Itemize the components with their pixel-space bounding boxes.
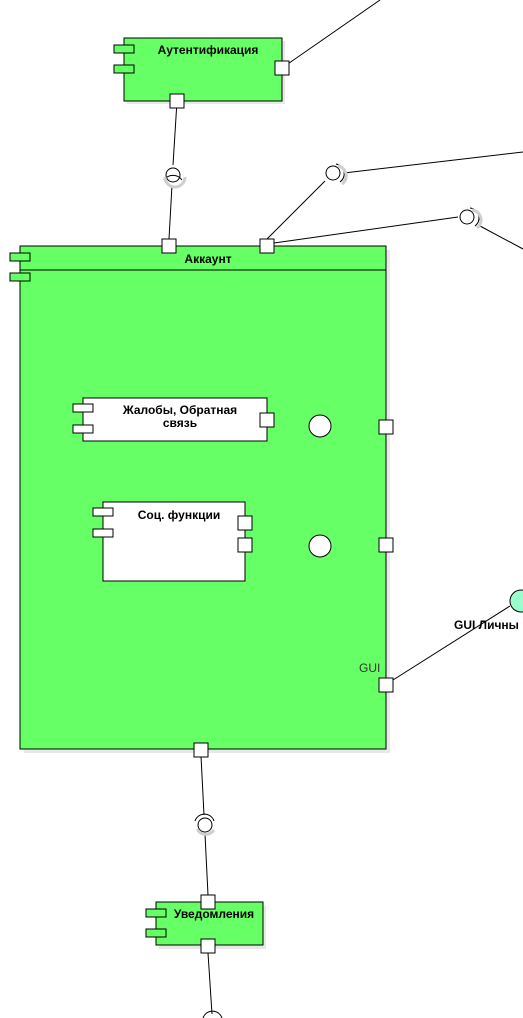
socket2-outgoing-wire — [479, 225, 523, 250]
account-port-complaints[interactable] — [378, 419, 394, 435]
auth-outgoing-wire — [281, 0, 381, 69]
social-provided-interface — [308, 534, 332, 558]
component-account[interactable]: Аккаунт GUI — [9, 238, 394, 758]
account-port-gui[interactable] — [378, 677, 394, 693]
account-port-top-left[interactable] — [161, 238, 177, 254]
socket3-to-notifications-wire — [204, 833, 209, 896]
complaints-title-line1: Жалобы, Обратная — [122, 403, 237, 417]
account-title: Аккаунт — [184, 252, 231, 266]
socket-notifications — [194, 813, 216, 836]
socket-account-right — [459, 207, 483, 230]
complaints-title-line2: связь — [163, 416, 197, 430]
component-social[interactable]: Соц. функции — [92, 501, 332, 582]
component-icon-tab-bottom — [92, 528, 114, 538]
notifications-port-bottom[interactable] — [200, 938, 216, 954]
account-port-top-right[interactable] — [259, 238, 275, 254]
component-icon-tab-top — [9, 252, 31, 262]
component-icon-tab-top — [145, 908, 167, 918]
account-to-socket3-wire — [200, 755, 205, 816]
socket-account-top — [325, 163, 348, 186]
component-auth[interactable]: Аутентификация — [113, 37, 290, 109]
account-port-bottom[interactable] — [193, 742, 209, 758]
notifications-port-top[interactable] — [200, 894, 216, 910]
social-title: Соц. функции — [138, 508, 220, 522]
socket-bottom — [202, 1010, 223, 1018]
complaints-provided-interface — [308, 414, 332, 438]
auth-title: Аутентификация — [158, 43, 259, 57]
account-port-to-socket2-wire — [273, 216, 459, 244]
component-icon-tab-bottom — [72, 424, 94, 434]
connectors — [168, 0, 523, 1015]
gui-interface-label: GUI Личны — [454, 618, 519, 632]
component-icon-tab-bottom — [113, 64, 135, 74]
complaints-port[interactable] — [259, 412, 275, 428]
component-notifications[interactable]: Уведомления — [145, 894, 266, 954]
socket-auth — [163, 167, 187, 189]
component-icon-tab-top — [113, 44, 135, 54]
auth-port-right[interactable] — [274, 60, 290, 76]
auth-to-socket-wire — [172, 100, 178, 166]
component-icon-tab-top — [72, 403, 94, 413]
social-port-bottom[interactable] — [237, 537, 253, 553]
component-icon-tab-top — [92, 507, 114, 517]
gui-port-label: GUI — [359, 661, 380, 675]
component-icon-tab-bottom — [145, 928, 167, 938]
auth-port-bottom[interactable] — [169, 93, 185, 109]
account-port-to-socket-wire — [266, 180, 326, 240]
account-port-social[interactable] — [378, 537, 394, 553]
socket-to-account-wire — [168, 184, 173, 240]
socket-outgoing-wire — [343, 151, 523, 174]
gui-port-wire — [392, 605, 511, 681]
notifications-title: Уведомления — [174, 907, 254, 921]
gui-interface[interactable]: GUI Личны — [454, 589, 523, 632]
notifications-outgoing-wire — [207, 952, 213, 1015]
component-complaints[interactable]: Жалобы, Обратная связь — [72, 397, 332, 442]
social-port-top[interactable] — [237, 515, 253, 531]
gui-interface-ball — [509, 589, 523, 613]
component-icon-tab-bottom — [9, 272, 31, 282]
